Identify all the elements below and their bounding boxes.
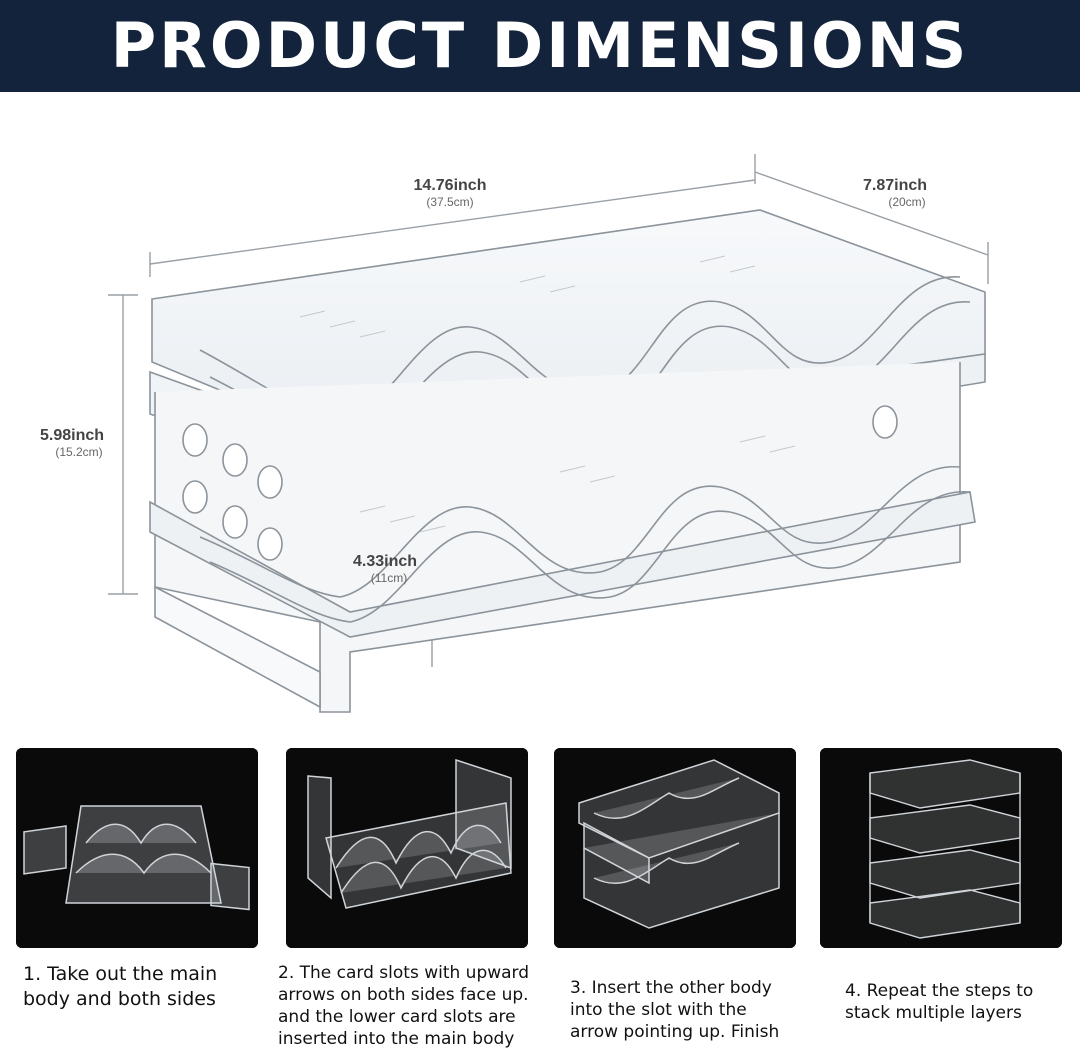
tier-height-inch: 4.33inch — [352, 553, 418, 570]
depth-cm: (20cm) — [888, 195, 926, 209]
tier-height-dimension: 4.33inch (11cm) — [338, 553, 432, 585]
depth-inch: 7.87inch — [862, 177, 928, 194]
step-2-caption: 2. The card slots with upward arrows on … — [278, 963, 530, 1050]
header-banner: PRODUCT DIMENSIONS — [0, 0, 1080, 92]
step-1-photo — [16, 748, 258, 948]
step-4-photo — [820, 748, 1062, 948]
depth-dimension: 7.87inch (20cm) — [840, 177, 950, 209]
height-dimension: 5.98inch (15.2cm) — [22, 427, 122, 459]
step-2-photo — [286, 748, 528, 948]
length-dimension: 14.76inch (37.5cm) — [390, 177, 510, 209]
height-cm: (15.2cm) — [55, 445, 103, 459]
step-4-caption: 4. Repeat the steps to stack multiple la… — [845, 981, 1034, 1024]
product-illustration — [108, 154, 989, 713]
height-inch: 5.98inch — [39, 427, 105, 444]
length-cm: (37.5cm) — [426, 195, 474, 209]
step-3-caption: 3. Insert the other body into the slot w… — [570, 978, 780, 1043]
page-title: PRODUCT DIMENSIONS — [110, 9, 970, 82]
tier-height-cm: (11cm) — [370, 571, 408, 585]
step-1-caption: 1. Take out the main body and both sides — [23, 963, 218, 1010]
length-inch: 14.76inch — [413, 177, 487, 194]
step-3-photo — [554, 748, 796, 948]
